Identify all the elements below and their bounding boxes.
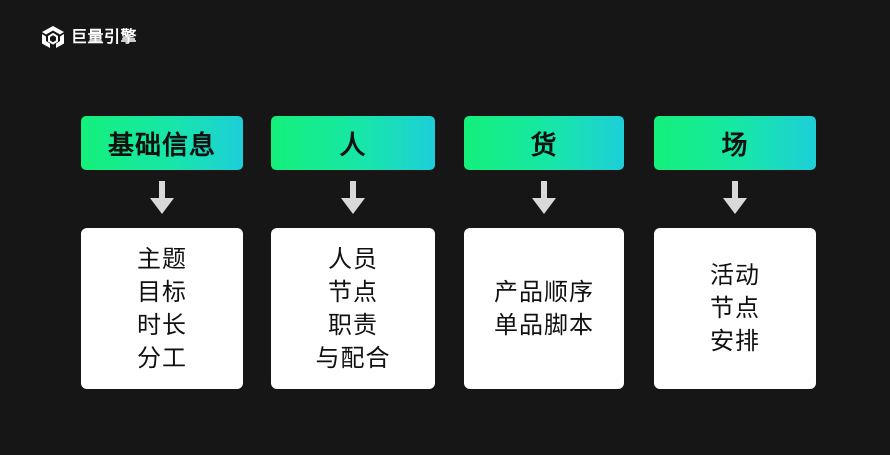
column-header: 基础信息 [81, 116, 243, 170]
card-item: 职责 [328, 310, 378, 339]
column-card: 主题 目标 时长 分工 [81, 228, 243, 389]
card-item: 时长 [137, 310, 187, 339]
column-header: 人 [271, 116, 435, 170]
card-item: 人员 [328, 244, 378, 273]
ocean-engine-logo-icon [42, 26, 64, 48]
arrow-down-icon [532, 181, 556, 214]
brand-logo: 巨量引擎 [40, 24, 137, 50]
card-item: 产品顺序 [494, 277, 594, 306]
column-venue: 场 活动 节点 安排 [654, 0, 816, 455]
card-item: 节点 [328, 277, 378, 306]
arrow-down-icon [723, 181, 747, 214]
card-item: 安排 [710, 327, 760, 355]
brand-name: 巨量引擎 [71, 27, 138, 46]
card-item: 目标 [137, 277, 187, 306]
column-basic-info: 基础信息 主题 目标 时长 分工 [81, 0, 243, 455]
arrow-down-icon [150, 181, 174, 214]
card-item: 节点 [710, 294, 760, 322]
column-people: 人 人员 节点 职责 与配合 [271, 0, 435, 455]
card-item: 主题 [137, 244, 187, 273]
arrow-down-icon [341, 181, 365, 214]
card-item: 与配合 [315, 343, 391, 372]
column-goods: 货 产品顺序 单品脚本 [464, 0, 624, 455]
card-item: 活动 [710, 261, 760, 289]
column-card: 人员 节点 职责 与配合 [271, 228, 435, 389]
card-item: 分工 [137, 343, 187, 372]
column-header: 场 [654, 116, 816, 170]
column-card: 产品顺序 单品脚本 [464, 228, 624, 389]
column-card: 活动 节点 安排 [654, 228, 816, 389]
column-header: 货 [464, 116, 624, 170]
card-item: 单品脚本 [494, 310, 594, 339]
